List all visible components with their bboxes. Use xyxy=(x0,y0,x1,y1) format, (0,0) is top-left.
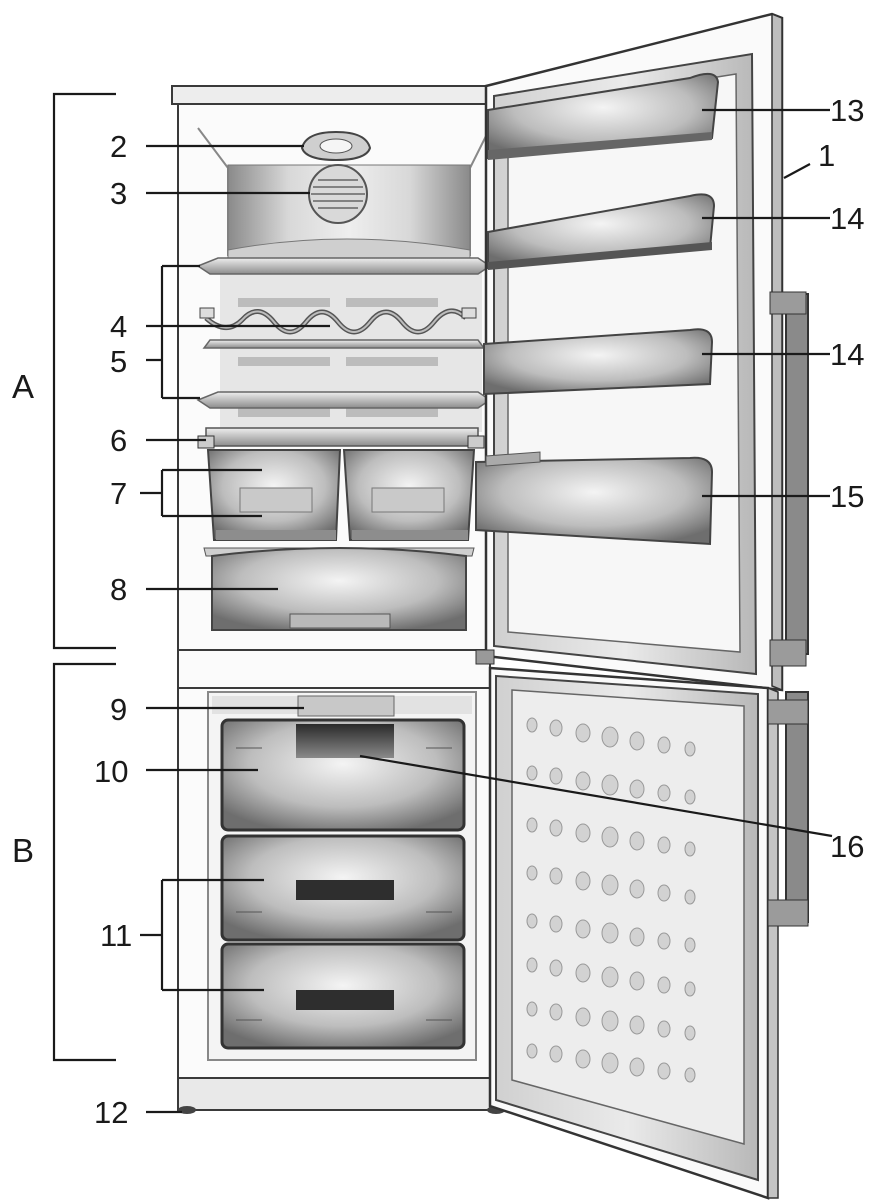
label-3: 3 xyxy=(110,176,127,211)
label-1: 1 xyxy=(818,138,835,173)
label-14-upper: 14 xyxy=(830,201,864,236)
glass-shelf-middle xyxy=(202,339,486,349)
freezer-drawer-top xyxy=(220,718,466,832)
label-2: 2 xyxy=(110,129,127,164)
fan-grille xyxy=(308,164,368,224)
freezer-door-dimples xyxy=(526,717,696,1083)
label-9: 9 xyxy=(110,692,127,727)
freezer-drawer-bottom xyxy=(220,942,466,1050)
leader-lines xyxy=(140,108,833,1114)
label-16: 16 xyxy=(830,829,864,864)
glass-shelf-lower xyxy=(196,391,492,409)
door-bottle-shelf xyxy=(475,451,714,546)
label-12: 12 xyxy=(94,1095,128,1130)
label-8: 8 xyxy=(110,572,127,607)
section-label-freezer: B xyxy=(12,832,34,869)
bracket-fridge-section xyxy=(52,92,116,650)
label-10: 10 xyxy=(94,754,128,789)
label-13: 13 xyxy=(830,93,864,128)
label-4: 4 xyxy=(110,309,127,344)
label-14-lower: 14 xyxy=(830,337,864,372)
interior-light xyxy=(300,130,372,162)
crisper-left xyxy=(206,449,342,541)
label-11: 11 xyxy=(100,918,132,953)
back-wall-slots xyxy=(238,298,438,417)
crisper-cover xyxy=(197,427,485,449)
chiller-compartment xyxy=(203,547,475,631)
label-15: 15 xyxy=(830,479,864,514)
crisper-right xyxy=(342,449,476,541)
door-shelf-middle xyxy=(483,328,714,396)
door-shelf-upper xyxy=(487,193,716,270)
fridge-door-handle xyxy=(769,291,809,667)
freezer-drawer-middle xyxy=(220,834,466,942)
bracket-freezer-section xyxy=(52,662,116,1062)
label-5: 5 xyxy=(110,344,127,379)
label-6: 6 xyxy=(110,423,127,458)
section-label-fridge: A xyxy=(12,368,34,405)
bottle-rack xyxy=(199,307,477,335)
label-7: 7 xyxy=(110,476,127,511)
door-dairy-compartment xyxy=(487,72,720,160)
freezer-door-handle xyxy=(767,691,809,927)
glass-shelf-top xyxy=(196,257,492,275)
